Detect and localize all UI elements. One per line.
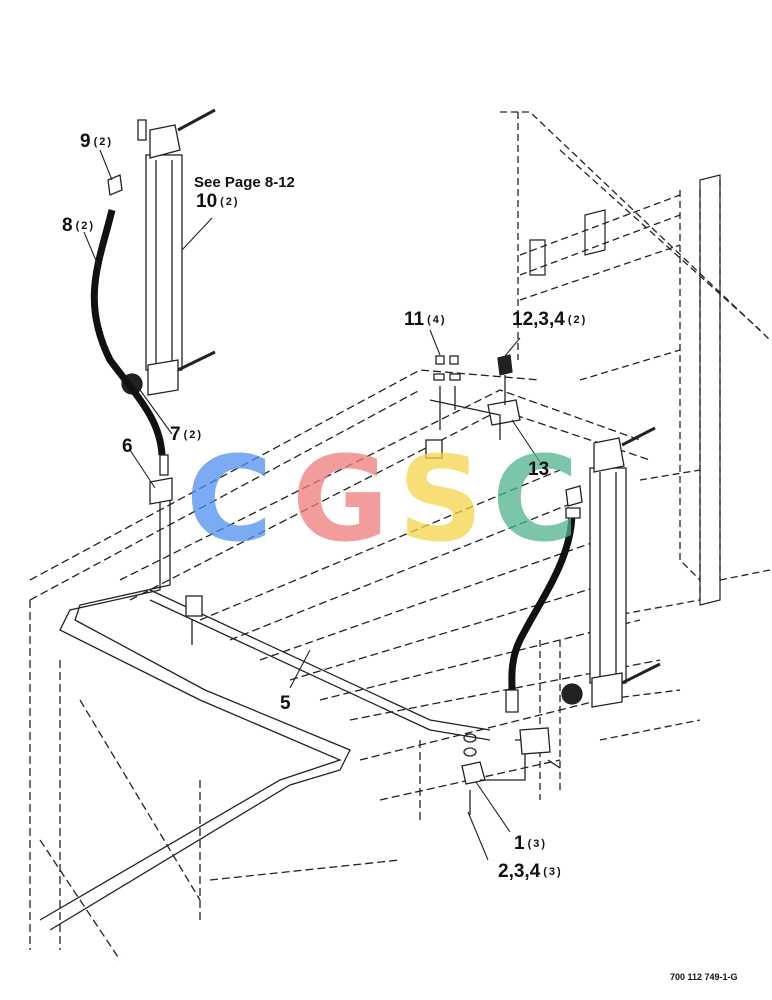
callout-8: 8(2)	[62, 215, 96, 236]
right-hose	[508, 511, 576, 691]
watermark-letter-c2: C	[492, 430, 579, 568]
hydraulic-tube-lower	[149, 589, 491, 741]
watermark-letter-s: S	[398, 430, 483, 568]
fittings	[107, 174, 583, 713]
drawing-number: 700 112 749-1-G	[670, 972, 738, 982]
left-cylinder	[121, 108, 216, 396]
watermark-letter-c1: C	[186, 430, 273, 568]
left-hose	[90, 209, 166, 456]
nuts	[425, 355, 461, 459]
callout-10: 10(2)	[196, 191, 240, 212]
callout-7: 7(2)	[170, 424, 204, 445]
clamps	[185, 595, 561, 815]
callout-9: 9(2)	[80, 131, 114, 152]
callout-2-3-4: 2,3,4(3)	[498, 861, 563, 882]
leader-lines	[83, 149, 541, 861]
hydraulic-tube	[39, 490, 351, 931]
right-cylinder	[561, 426, 661, 708]
frame-bracket-side	[699, 174, 721, 606]
callout-12-3-4: 12,3,4(2)	[512, 309, 588, 330]
frame-bracket-top	[529, 209, 606, 276]
mounting-bracket	[429, 354, 521, 440]
watermark-letter-g: G	[292, 430, 389, 568]
callout-13: 13	[528, 459, 550, 480]
see-page-note: See Page 8-12	[194, 174, 295, 191]
callout-11: 11(4)	[404, 309, 447, 330]
callout-6: 6	[122, 436, 133, 457]
callout-1: 1(3)	[514, 833, 548, 854]
callout-5: 5	[280, 693, 291, 714]
